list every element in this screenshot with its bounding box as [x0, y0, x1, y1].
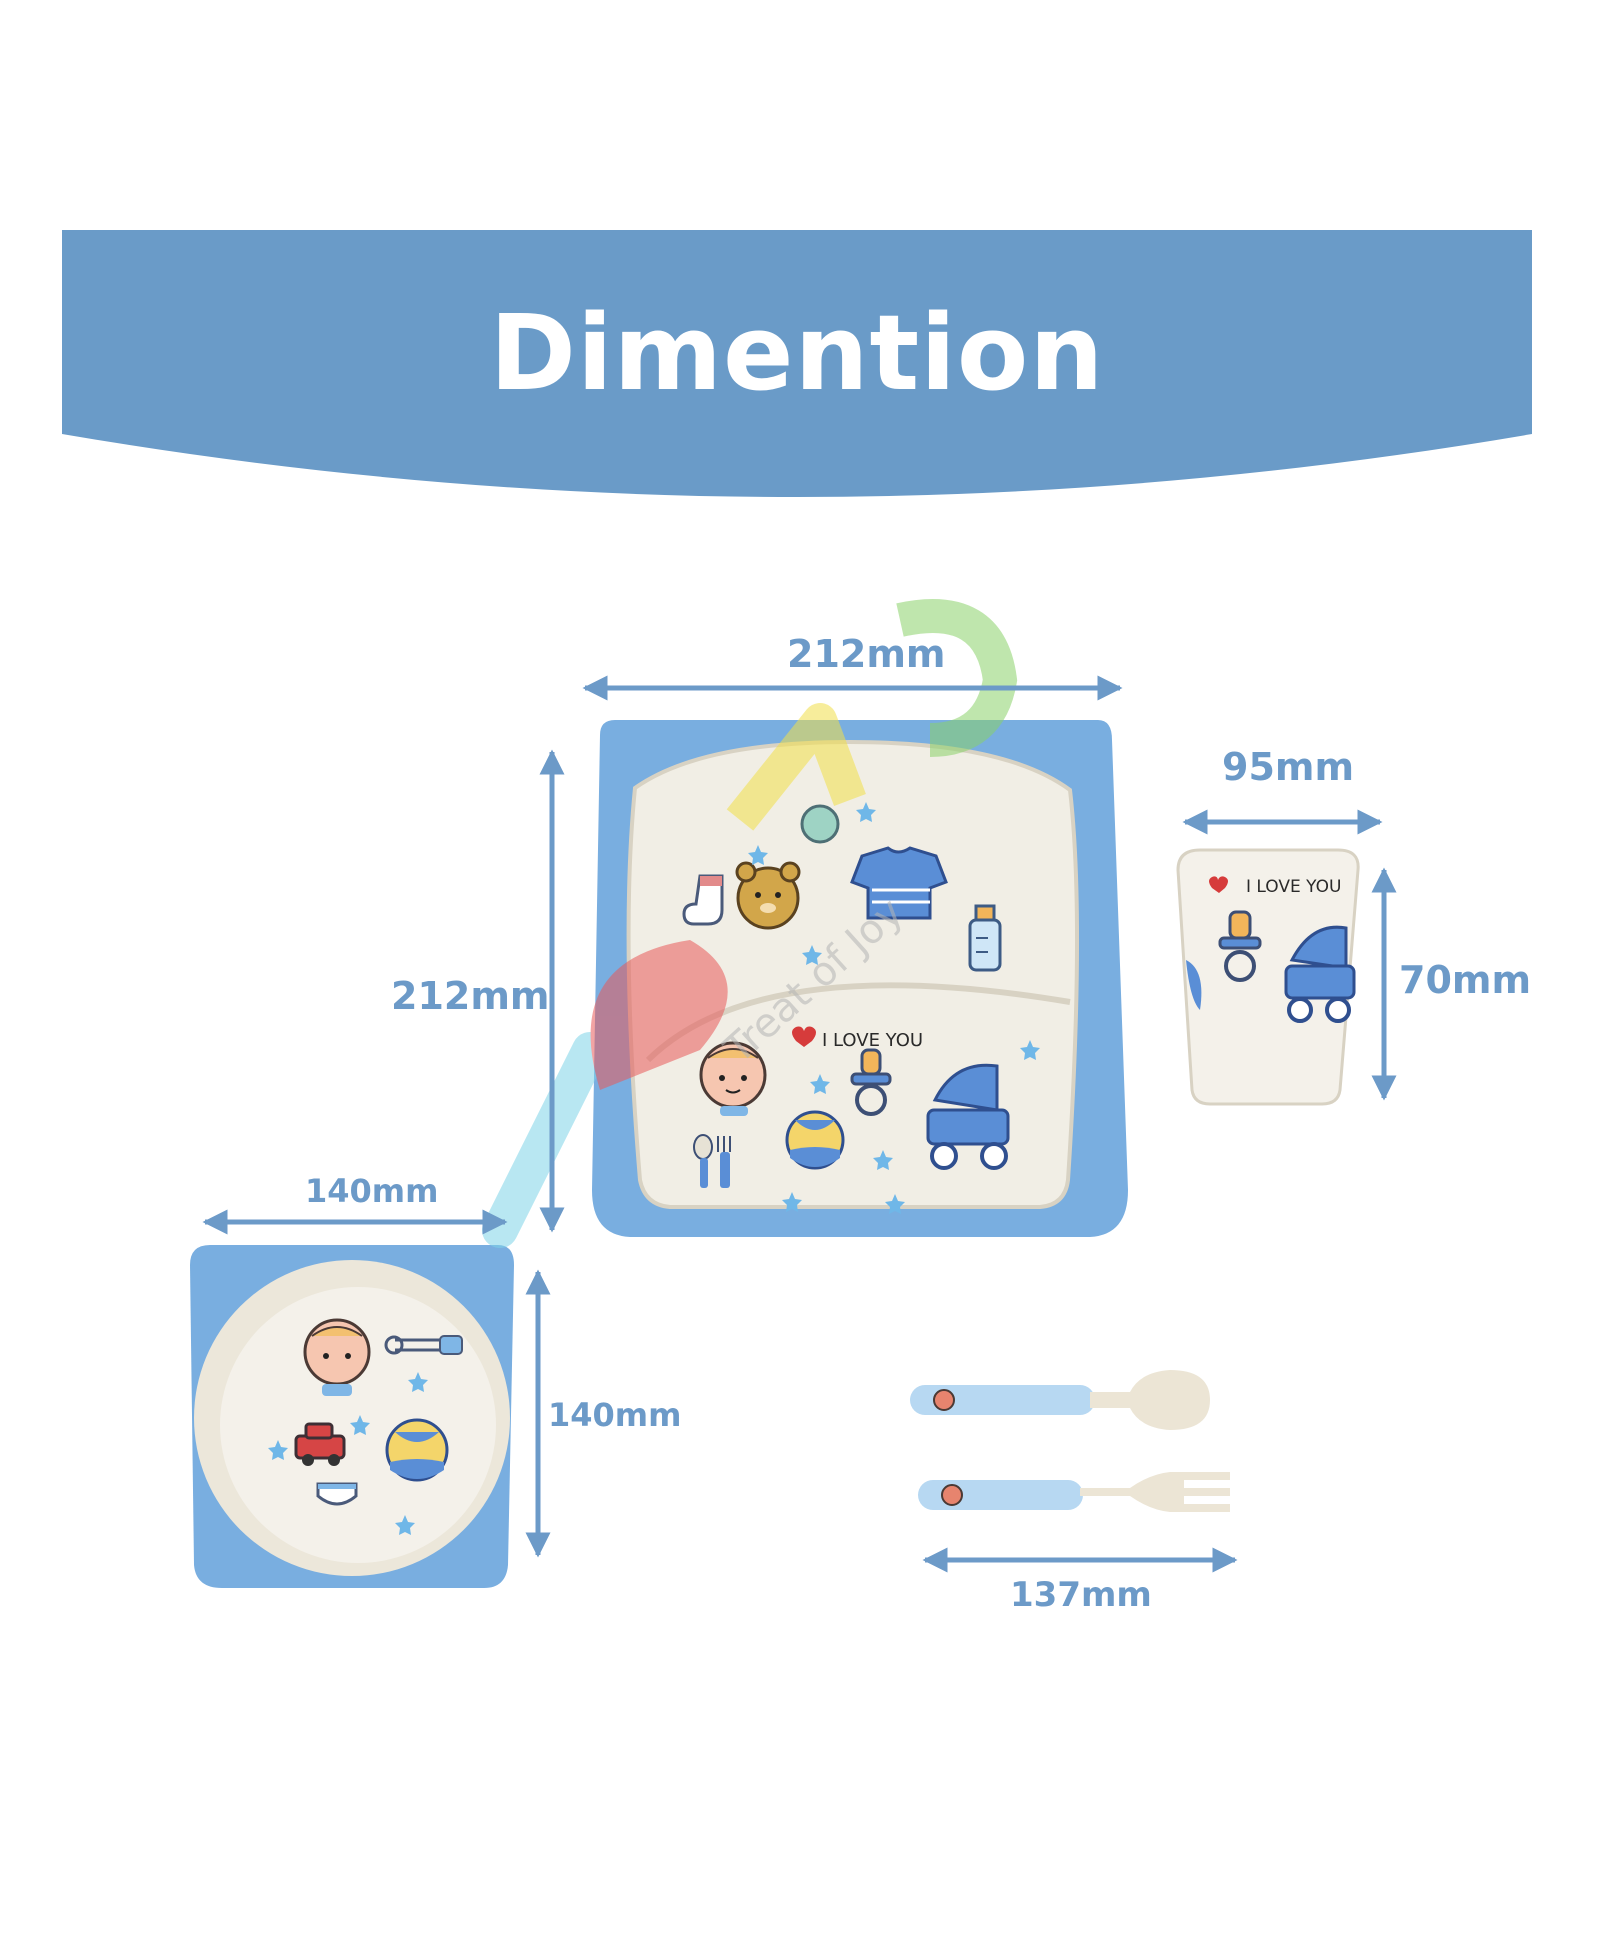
- spoon: [910, 1370, 1210, 1430]
- page-title: Dimention: [489, 292, 1105, 414]
- bowl-height-label: 140mm: [548, 1396, 682, 1434]
- divided-plate: I LOVE YOU: [592, 720, 1128, 1237]
- baby-face-icon: [699, 1041, 767, 1116]
- bowl-ball-icon: [385, 1418, 449, 1482]
- bottle-icon: [968, 904, 1002, 972]
- sock-icon: [682, 874, 724, 926]
- fork: [918, 1472, 1230, 1512]
- heart-icon: [792, 1026, 816, 1047]
- button-icon: [800, 804, 840, 844]
- cup-ball-icon: [1186, 960, 1202, 1010]
- diaper-icon: [316, 1482, 358, 1506]
- cup-print-text: I LOVE YOU: [1246, 877, 1341, 897]
- stroller-icon: [926, 1063, 1010, 1170]
- plate-print-text: I LOVE YOU: [822, 1030, 923, 1051]
- bowl: [190, 1245, 514, 1588]
- cup-height-label: 70mm: [1399, 958, 1532, 1002]
- spoon-fork-icon: [693, 1134, 731, 1188]
- cup-stroller-icon: [1284, 925, 1356, 1023]
- plate-width-label: 212mm: [787, 632, 946, 676]
- cup-pacifier-icon: [1218, 910, 1262, 982]
- cutlery-length-label: 137mm: [1010, 1575, 1152, 1615]
- pacifier-icon: [850, 1048, 892, 1116]
- dimension-arrows: [202, 675, 1397, 1573]
- cup-width-label: 95mm: [1222, 745, 1355, 789]
- shirt-icon: [850, 846, 948, 920]
- safety-pin-icon: [384, 1335, 463, 1355]
- cup-heart-icon: [1209, 876, 1228, 893]
- bowl-width-label: 140mm: [305, 1172, 439, 1210]
- cup: I LOVE YOU: [1176, 848, 1360, 1106]
- header-banner: Dimention: [62, 230, 1532, 502]
- fork-face-icon: [941, 1484, 963, 1506]
- star-pattern: [748, 802, 1040, 1214]
- spoon-face-icon: [933, 1389, 955, 1411]
- banner-shape: [62, 230, 1532, 497]
- bowl-star-pattern: [268, 1372, 428, 1535]
- bear-icon: [735, 861, 801, 930]
- plate-height-label: 212mm: [391, 974, 550, 1018]
- ball-icon: [785, 1110, 845, 1170]
- car-icon: [294, 1422, 346, 1466]
- bowl-baby-face-icon: [303, 1318, 371, 1396]
